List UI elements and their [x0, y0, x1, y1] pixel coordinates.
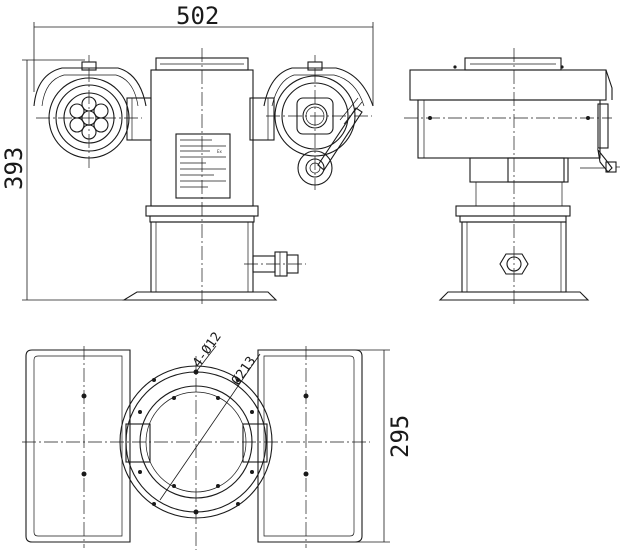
- nameplate-mark: Ex: [217, 149, 223, 154]
- right-camera-housing: [249, 55, 374, 186]
- side-view: [404, 48, 620, 304]
- dim-height-label: 393: [0, 147, 28, 190]
- bolt-circle-label: Ø213: [229, 354, 259, 388]
- top-view: 295: [22, 330, 414, 550]
- dimension-height: 393: [0, 59, 125, 301]
- dimension-depth: 295: [355, 349, 414, 543]
- left-housing-top: [25, 349, 131, 543]
- left-light-housing: [33, 55, 152, 159]
- bolt-holes-label: 4-Ø12: [190, 330, 225, 371]
- dimension-width: 502: [33, 2, 374, 106]
- side-tilt-arm: [580, 148, 620, 173]
- nameplate: Ex: [175, 133, 231, 199]
- dim-depth-label: 295: [386, 415, 414, 458]
- front-view: 502 393: [0, 2, 374, 304]
- right-housing-top: [257, 349, 363, 543]
- dim-width-label: 502: [176, 2, 219, 30]
